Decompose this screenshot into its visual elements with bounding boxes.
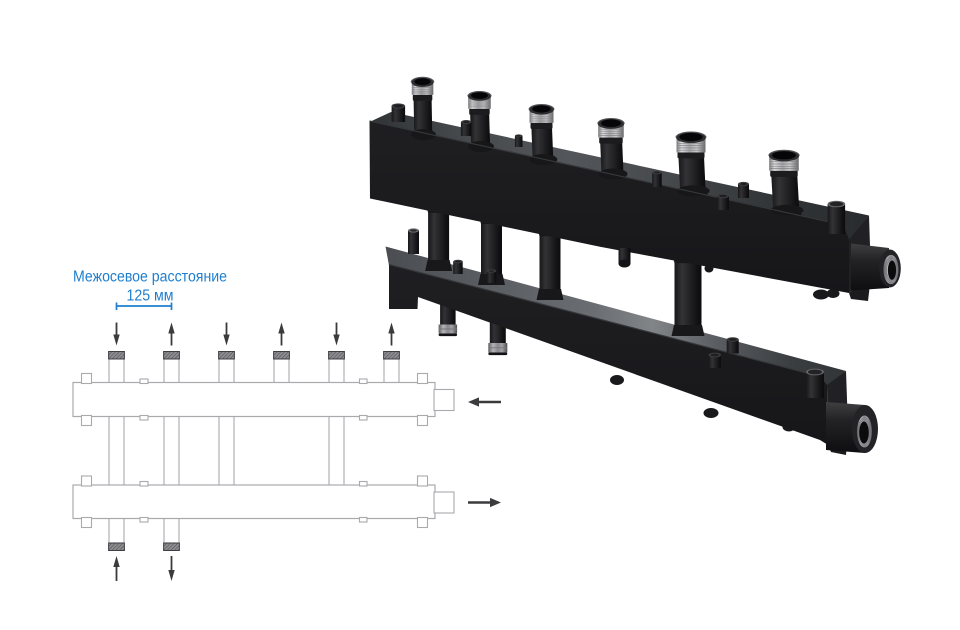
svg-text:125 мм: 125 мм [127,288,174,305]
svg-text:Межосевое расстояние: Межосевое расстояние [73,269,227,286]
